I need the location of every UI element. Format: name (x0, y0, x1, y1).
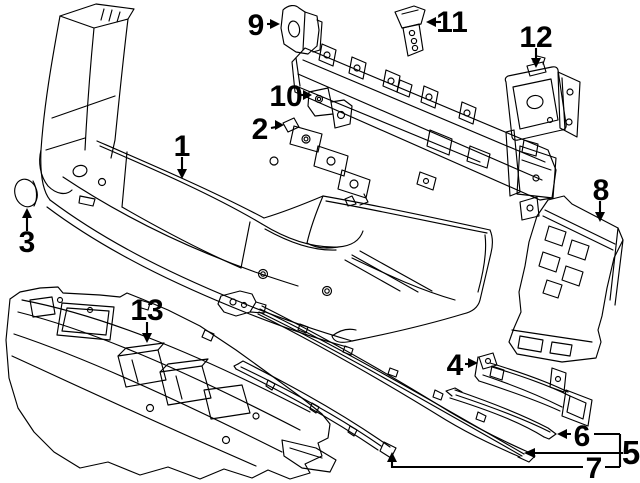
callout-6-number: 6 (574, 420, 591, 453)
callout-5-number: 5 (622, 434, 640, 471)
callout-13[interactable]: 13 (130, 294, 164, 343)
callout-11-number: 11 (436, 6, 468, 39)
impact-bar (291, 43, 557, 201)
callout-6[interactable]: 6 (557, 420, 620, 453)
callout-10-number: 10 (269, 80, 302, 113)
callout-4-number: 4 (447, 349, 464, 382)
callout-3-number: 3 (19, 226, 36, 259)
callout-4[interactable]: 4 (447, 349, 478, 382)
diagram-line-art (5, 3, 624, 480)
callout-2-number: 2 (252, 113, 269, 146)
callout-10[interactable]: 10 (269, 80, 312, 113)
callout-11[interactable]: 11 (426, 6, 468, 39)
callout-9[interactable]: 9 (248, 9, 280, 42)
side-mount-bracket-8 (508, 195, 624, 363)
callout-5[interactable]: 5 (524, 434, 640, 471)
callout-13-number: 13 (130, 294, 163, 327)
splash-shield-13 (5, 286, 337, 480)
callout-3[interactable]: 3 (19, 208, 36, 259)
callout-1[interactable]: 1 (174, 130, 191, 179)
callout-2[interactable]: 2 (252, 113, 284, 146)
end-mount-bracket-9 (280, 4, 323, 55)
small-mount-bracket-10 (307, 87, 353, 129)
callout-7[interactable]: 7 (387, 452, 620, 483)
lower-support-bracket-4 (474, 352, 593, 427)
callout-1-number: 1 (174, 130, 191, 163)
center-support-rail-2 (282, 117, 371, 207)
rear-bumper-cover (39, 3, 493, 348)
callout-8[interactable]: 8 (593, 174, 610, 222)
trim-strip-6 (445, 387, 557, 440)
lower-molding-5 (217, 290, 536, 463)
callouts-layer: 1 2 3 4 5 6 7 (19, 6, 640, 483)
callout-12[interactable]: 12 (519, 21, 553, 68)
callout-12-number: 12 (519, 21, 552, 54)
callout-7-number: 7 (586, 452, 603, 483)
absorber-block-12 (504, 55, 581, 141)
tow-hook-cap (14, 178, 38, 208)
callout-9-number: 9 (248, 9, 265, 42)
callout-8-number: 8 (593, 174, 610, 207)
upper-clip-bracket-11 (394, 5, 426, 57)
